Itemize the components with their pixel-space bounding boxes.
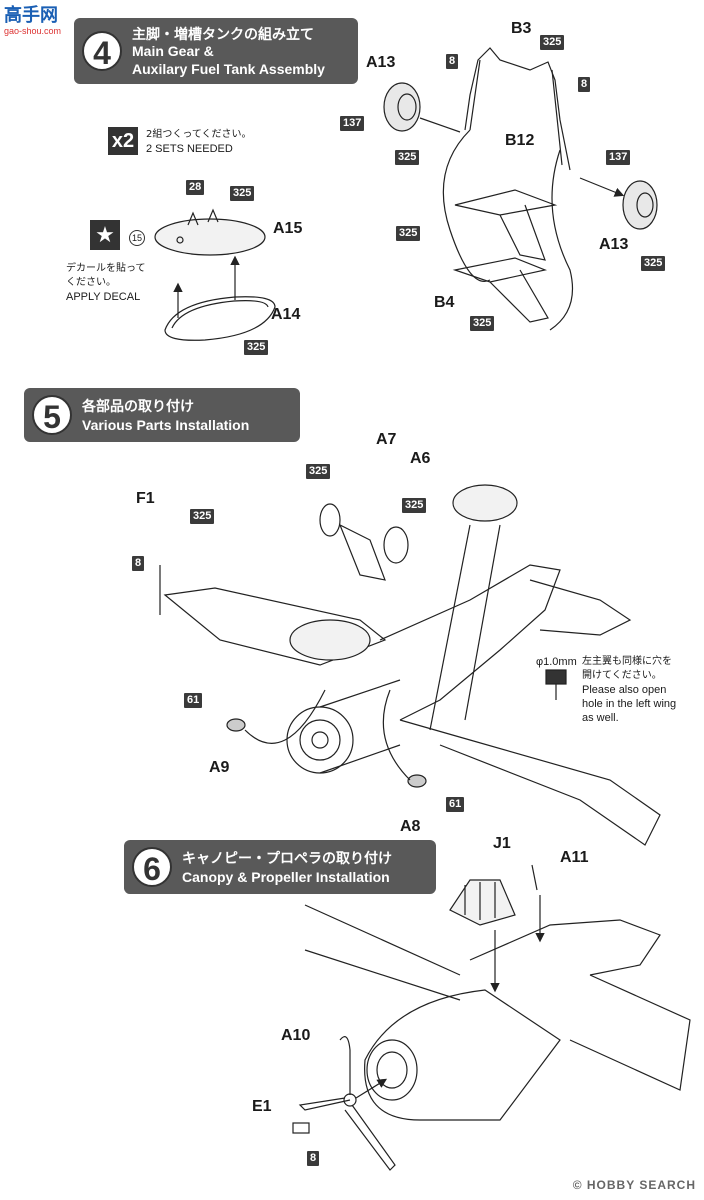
part-label-f1: F1 <box>136 490 155 507</box>
step4-header: 4 主脚・増槽タンクの組み立て Main Gear & Auxilary Fue… <box>74 18 358 84</box>
step6-title-jp: キャノピー・プロペラの取り付け <box>182 851 392 867</box>
step5-title-jp: 各部品の取り付け <box>82 399 194 415</box>
part-label-a10: A10 <box>281 1027 311 1044</box>
spinner-e1 <box>292 1122 310 1134</box>
step4-number: 4 <box>82 31 122 71</box>
hole-note-jp-1: 左主翼も同様に穴を <box>582 656 672 667</box>
part-label-b12: B12 <box>505 132 535 149</box>
part-label-a7: A7 <box>376 431 397 448</box>
part-label-a6: A6 <box>410 450 431 467</box>
site-logo-sub: gao-shou.com <box>4 26 62 36</box>
decal-note: デカールを貼って ください。 APPLY DECAL <box>66 262 146 304</box>
guide-line-1 <box>442 129 491 282</box>
paint-325-f1: 325 <box>190 509 215 524</box>
paint-8-f1: 8 <box>132 556 145 571</box>
watermark: © HOBBY SEARCH <box>572 1178 696 1192</box>
part-label-a14: A14 <box>271 306 301 323</box>
paint-325-wheel-right: 325 <box>641 256 666 271</box>
step5-title-en: Various Parts Installation <box>82 417 250 433</box>
hole-note-jp-2: 開けてください。 <box>582 670 662 681</box>
hole-note: 左主翼も同様に穴を 開けてください。 Please also open hole… <box>582 655 676 725</box>
decal-note-jp-1: デカールを貼って <box>66 263 146 274</box>
multiplier-badge: x2 <box>108 127 138 155</box>
arrow-wheel-right <box>579 177 625 197</box>
canopy-j1 <box>449 879 516 926</box>
guide-line-2 <box>549 149 574 331</box>
part-label-b4: B4 <box>434 294 455 311</box>
step4-title-en-1: Main Gear & <box>132 43 214 59</box>
gear-assembly-step5 <box>319 503 409 581</box>
hole-note-en-2: hole in the left wing <box>582 698 677 710</box>
sets-note: 2組つくってください。 2 SETS NEEDED <box>146 128 252 156</box>
step4-title-jp: 主脚・増槽タンクの組み立て <box>132 27 314 43</box>
paint-325-b4: 325 <box>470 316 495 331</box>
arrow-prop <box>355 1078 388 1099</box>
paint-28: 28 <box>186 180 205 195</box>
decal-note-jp-2: ください。 <box>66 277 116 288</box>
paint-61-a8: 61 <box>446 797 465 812</box>
paint-325-a14: 325 <box>244 340 269 355</box>
part-label-b3: B3 <box>511 20 532 37</box>
paint-325-a7: 325 <box>306 464 331 479</box>
part-label-a11: A11 <box>560 849 589 866</box>
propeller-a10 <box>298 1036 396 1171</box>
paint-325-wheel-left: 325 <box>395 150 420 165</box>
tank-mount-a14 <box>164 296 276 341</box>
paint-325-b3: 325 <box>540 35 565 50</box>
paint-325-a6: 325 <box>402 498 427 513</box>
wheel-a13-right <box>622 180 658 230</box>
guide-a8 <box>382 689 411 781</box>
airplane-body-step6 <box>304 904 691 1121</box>
drill-icon <box>545 669 567 700</box>
wheel-a13-left <box>383 82 421 132</box>
axle-line-left <box>419 117 461 133</box>
paint-61-a9: 61 <box>184 693 203 708</box>
part-a9-shape <box>226 718 246 732</box>
step6-title-en: Canopy & Propeller Installation <box>182 869 390 885</box>
decal-note-en: APPLY DECAL <box>66 291 141 303</box>
guide-a9 <box>244 689 326 744</box>
paint-325-b12: 325 <box>396 226 421 241</box>
hole-size-label: φ1.0mm <box>536 656 577 668</box>
paint-8-e1: 8 <box>307 1151 320 1166</box>
paint-137-right: 137 <box>606 150 631 165</box>
part-label-a13-left: A13 <box>366 54 396 71</box>
airplane-body-step5 <box>163 564 661 846</box>
site-logo-text: 高手网 <box>4 5 58 26</box>
part-label-a13-right: A13 <box>599 236 629 253</box>
step5-header: 5 各部品の取り付け Various Parts Installation <box>24 388 300 442</box>
paint-8-right: 8 <box>578 77 591 92</box>
sets-note-jp: 2組つくってください。 <box>146 129 252 140</box>
strut-b3 <box>464 47 571 171</box>
paint-137-left: 137 <box>340 116 365 131</box>
part-label-a9: A9 <box>209 759 230 776</box>
drop-tank-lower <box>289 619 371 661</box>
part-label-a15: A15 <box>273 220 303 237</box>
paint-325-tank: 325 <box>230 186 255 201</box>
step4-title-en-2: Auxilary Fuel Tank Assembly <box>132 61 325 77</box>
step6-header: 6 キャノピー・プロペラの取り付け Canopy & Propeller Ins… <box>124 840 436 894</box>
fuel-tank-a15 <box>154 208 266 256</box>
site-logo: 高手网 gao-shou.com <box>4 6 68 38</box>
strut-b12 <box>454 189 558 261</box>
drop-tank-upper <box>452 484 518 522</box>
step5-number: 5 <box>32 395 72 435</box>
arrow-tank-step5-1 <box>429 524 471 731</box>
paint-8-left: 8 <box>446 54 459 69</box>
arrow-tank-step5-2 <box>464 524 501 721</box>
part-label-a8: A8 <box>400 818 421 835</box>
decal-number: 15 <box>129 230 145 246</box>
part-label-e1: E1 <box>252 1098 272 1115</box>
hole-note-en-1: Please also open <box>582 684 667 696</box>
hole-note-en-3: as well. <box>582 712 619 724</box>
part-a11-shape <box>531 864 538 891</box>
sets-note-en: 2 SETS NEEDED <box>146 143 233 155</box>
part-label-j1: J1 <box>493 835 511 852</box>
part-a8-shape <box>407 774 427 788</box>
strut-b4 <box>452 257 549 323</box>
decal-star-icon: ★ <box>90 220 120 250</box>
step6-number: 6 <box>132 847 172 887</box>
